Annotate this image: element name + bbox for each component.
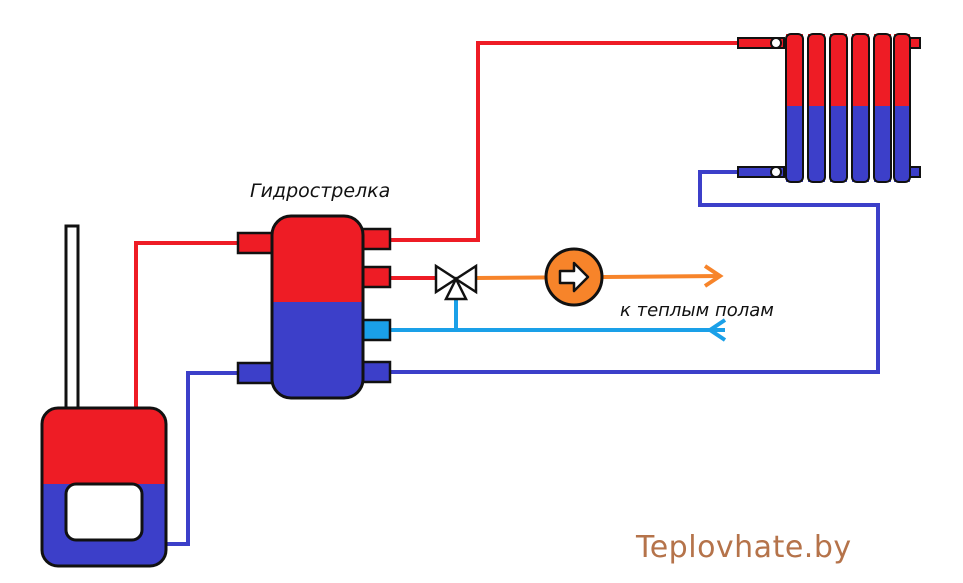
boiler-return-pipe [166, 371, 240, 546]
hydro-separator-label: Гидрострелка [250, 180, 391, 202]
radiator-return-pipe [388, 170, 880, 374]
boiler-hot-section [42, 408, 166, 484]
boiler [40, 224, 168, 568]
radiator-end-plug-bottom [909, 166, 921, 178]
floor-return-arrowhead [706, 318, 727, 342]
pump-arrow-icon [558, 261, 590, 293]
radiator-air-vent [770, 37, 782, 49]
radiator-return-valve [770, 166, 782, 178]
watermark: Teplovhate.by [636, 530, 852, 565]
nozzle-right-top [360, 227, 392, 251]
radiator-supply-fitting [737, 37, 785, 49]
radiator-section [873, 33, 892, 183]
radiator-section [893, 33, 911, 183]
radiator-end-plug [909, 37, 921, 49]
radiator-section [829, 33, 848, 183]
radiator [737, 33, 921, 183]
boiler-window [64, 482, 144, 542]
separator-outline [270, 214, 365, 400]
radiator-return-fitting [737, 166, 785, 178]
three-way-valve [434, 263, 478, 301]
nozzle-right-bottom [360, 360, 392, 384]
valve-left-triangle [434, 263, 459, 295]
nozzle-left-top [236, 231, 276, 255]
floor-supply-arrowhead [703, 264, 724, 288]
separator-hot-section [272, 216, 363, 302]
chimney [64, 224, 80, 412]
valve-bottom-triangle [443, 276, 469, 301]
separator-cold-section [272, 302, 363, 398]
hydro-separator [236, 214, 392, 400]
nozzle-left-bottom [236, 361, 276, 385]
boiler-supply-pipe [134, 241, 240, 410]
valve-right-triangle [453, 263, 478, 295]
radiator-supply-pipe [390, 41, 740, 242]
floor-heating-label: к теплым полам [620, 300, 774, 321]
boiler-body-outline [40, 406, 168, 568]
radiator-sections [785, 33, 911, 183]
circulation-pump [544, 247, 604, 307]
radiator-section [785, 33, 804, 183]
nozzle-right-hot [360, 265, 392, 289]
radiator-section [807, 33, 826, 183]
radiator-section [851, 33, 870, 183]
nozzle-right-floor-return [360, 318, 392, 342]
